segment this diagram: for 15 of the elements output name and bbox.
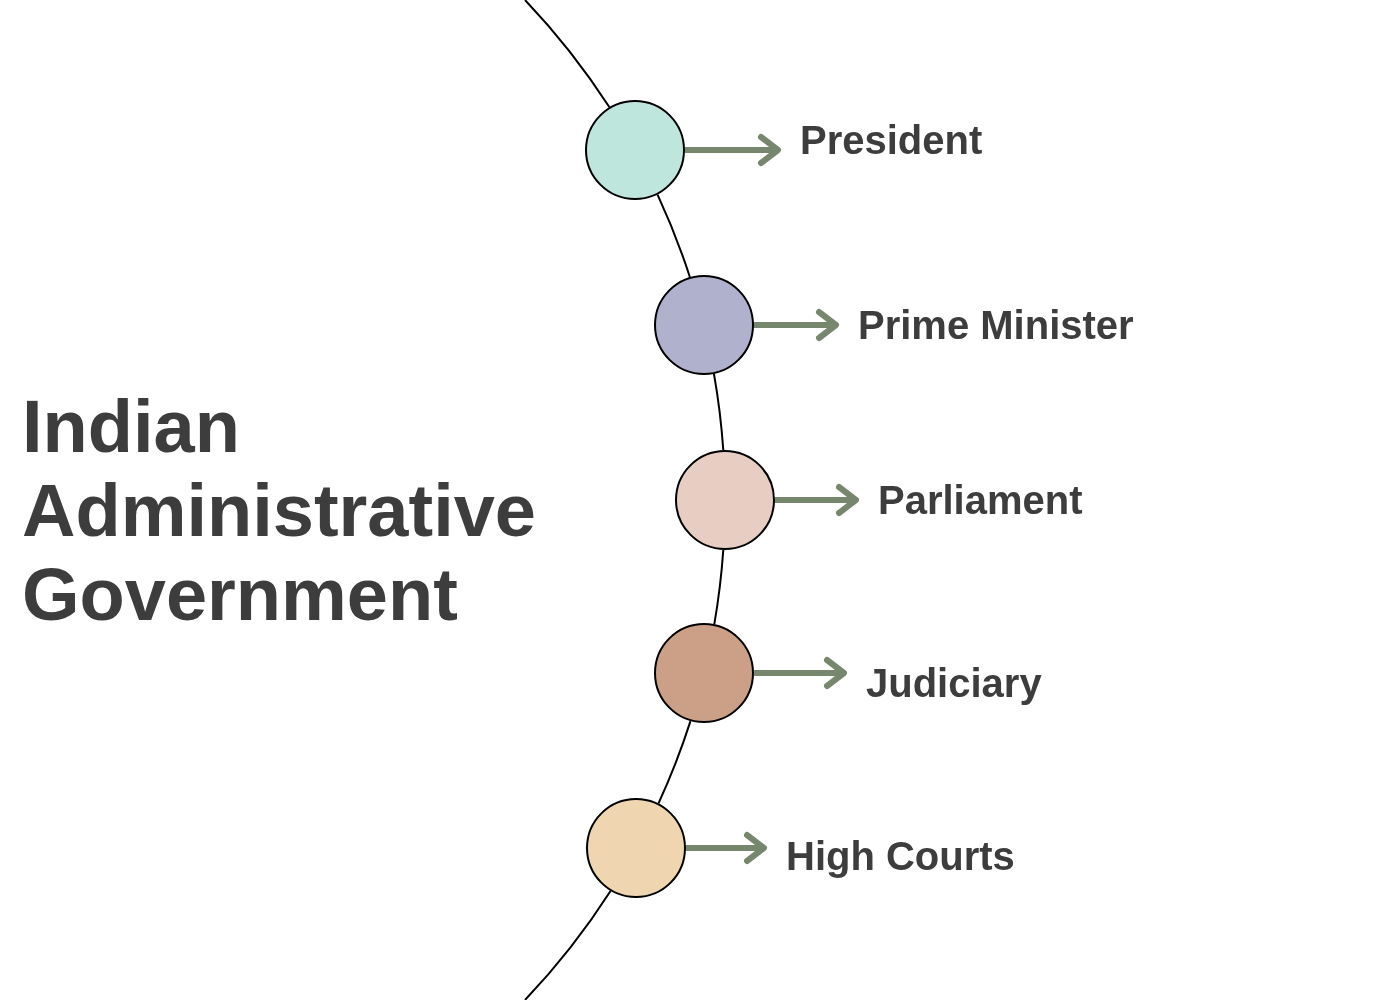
arc-line: [712, 372, 725, 452]
arrow: [684, 134, 781, 166]
node-label: High Courts: [764, 832, 1015, 880]
node-label: President: [778, 116, 983, 164]
node-label: Prime Minister: [836, 301, 1134, 349]
arrow: [775, 484, 859, 516]
arc-line: [657, 720, 692, 805]
title: Indian Administrative Government: [22, 385, 538, 637]
node-label: Parliament: [856, 476, 1083, 524]
arrow: [754, 657, 847, 689]
arrow: [753, 309, 839, 341]
arc-line: [713, 548, 725, 626]
arc-line: [656, 193, 691, 278]
node-label: Judiciary: [844, 659, 1042, 707]
arrow: [686, 832, 767, 864]
